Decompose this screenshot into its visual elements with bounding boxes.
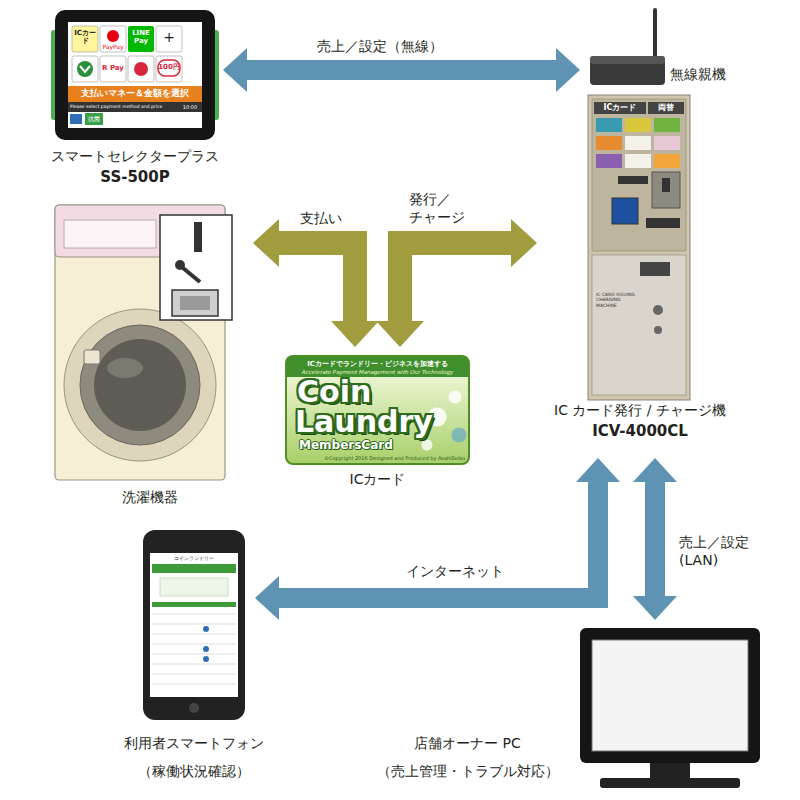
device-caption: 無線親機 xyxy=(670,66,736,84)
panel-text: 両替 xyxy=(648,103,684,113)
card-logo: Laundry xyxy=(295,407,465,437)
screen-text: PayPay xyxy=(100,43,126,51)
screen-text: ICカード xyxy=(72,30,98,45)
copyright-note: ©Copyright 2016 Designed and Produced by… xyxy=(287,455,465,461)
flow-arrow xyxy=(253,219,379,347)
screen-badge: 抗菌 xyxy=(85,115,103,123)
edge-label: 売上／設定（無線） xyxy=(300,38,460,56)
arrow-head xyxy=(376,321,424,347)
panel-text: ICカード xyxy=(594,103,646,113)
edge-label: 支払い xyxy=(293,210,349,228)
router-device: 無線親機 xyxy=(588,38,738,90)
device-caption: 洗濯機器 xyxy=(55,489,245,507)
panel-text: IC CARD ISSUING CHARGING MACHINE xyxy=(596,292,638,308)
model-name: SS-500P xyxy=(35,168,235,187)
arrow-head xyxy=(255,576,279,620)
arrow-shaft xyxy=(400,243,512,322)
arrow-shaft xyxy=(645,481,665,597)
pc-illustration xyxy=(580,628,760,788)
app-header: コインランドリー xyxy=(150,555,238,561)
screen-text: 100円 xyxy=(156,63,182,72)
edge-label: インターネット xyxy=(385,563,525,581)
card-subline: Accelerate Payment Management with Our T… xyxy=(287,369,468,376)
arrow-head xyxy=(223,48,247,92)
device-caption: （売上管理・トラブル対応） xyxy=(365,763,570,781)
device-caption: 店舗オーナー PC xyxy=(365,735,570,753)
owner-pc: 店舗オーナー PC（売上管理・トラブル対応） xyxy=(580,628,760,763)
arrow-head xyxy=(556,48,580,92)
arrow-head xyxy=(511,219,537,267)
screen-text: Please select payment method and price xyxy=(70,104,180,110)
screen-text: LINE Pay xyxy=(128,30,154,45)
card-logo: MembersCard xyxy=(299,439,419,451)
arrow-head xyxy=(633,458,677,482)
machine-illustration xyxy=(588,95,690,400)
arrow-shaft xyxy=(278,243,355,322)
flow-arrow xyxy=(255,458,620,620)
card-logo: Coin xyxy=(297,377,417,407)
flow-arrow xyxy=(633,458,677,620)
flow-arrow xyxy=(376,219,537,347)
card-tagline: ICカードでランドリー・ビジネスを加速する xyxy=(287,360,468,369)
screen-text: + xyxy=(156,29,182,46)
arrow-shaft xyxy=(278,481,598,598)
edge-label: 発行／ チャージ xyxy=(408,190,466,226)
phone-illustration xyxy=(143,530,245,720)
edge-label: 売上／設定 (LAN) xyxy=(678,533,752,569)
ic-card: ICカードでランドリー・ビジネスを加速するAccelerate Payment … xyxy=(285,355,470,465)
device-caption: IC カード発行 / チャージ機 xyxy=(545,402,735,420)
arrow-head xyxy=(576,458,620,482)
screen-clock: 10:00 xyxy=(180,104,200,110)
router-illustration xyxy=(590,10,665,85)
arrow-head xyxy=(331,321,379,347)
screen-text: R Pay xyxy=(100,64,126,73)
screen-banner: 支払いマネー＆金額を選択 xyxy=(68,88,202,99)
device-caption: ICカード xyxy=(285,471,470,489)
device-caption: （稼働状況確認） xyxy=(103,763,285,781)
washer-illustration xyxy=(55,205,232,480)
washer-device: 洗濯機器 xyxy=(55,205,245,480)
arrow-head xyxy=(633,596,677,620)
arrow-shaft xyxy=(246,60,557,80)
arrow-head xyxy=(253,219,279,267)
issuing-machine: IC カード発行 / チャージ機 ICV-4000CL xyxy=(545,92,735,450)
model-name: ICV-4000CL xyxy=(545,422,735,441)
device-caption: 利用者スマートフォン xyxy=(103,735,285,753)
device-caption: スマートセレクタープラス xyxy=(35,148,235,166)
selector-device xyxy=(51,10,219,140)
